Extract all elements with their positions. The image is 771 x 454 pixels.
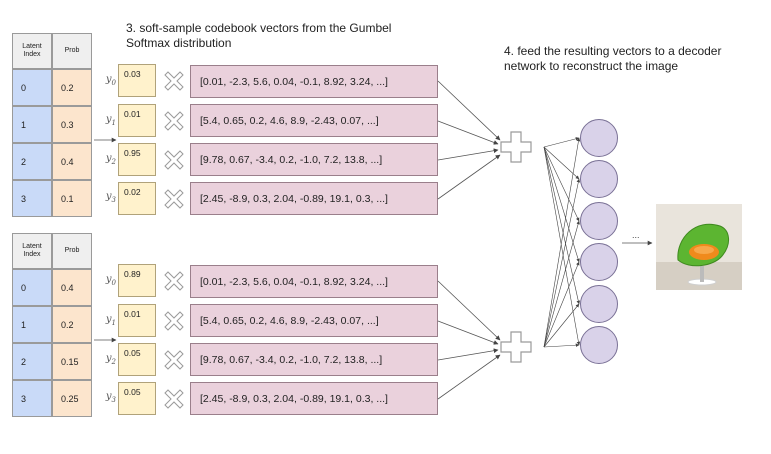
step-4-caption: 4. feed the resulting vectors to a decod… xyxy=(504,44,722,73)
header-latent-index: Latent Index xyxy=(12,33,52,69)
codebook-vector: [0.01, -2.3, 5.6, 0.04, -0.1, 8.92, 3.24… xyxy=(190,65,438,98)
prob-cell: 0.2 xyxy=(52,69,92,106)
gumbel-sample-cell: 0.03 xyxy=(118,64,156,97)
output-arrow-label: ... xyxy=(632,230,640,240)
latent-index-cell: 1 xyxy=(12,306,52,343)
codebook-vector: [5.4, 0.65, 0.2, 4.6, 8.9, -2.43, 0.07, … xyxy=(190,104,438,137)
network-edge xyxy=(543,137,581,348)
network-edge xyxy=(543,146,581,346)
multiply-icon xyxy=(164,311,184,331)
multiply-icon xyxy=(164,71,184,91)
latent-index-cell: 1 xyxy=(12,106,52,143)
decoder-node xyxy=(580,326,618,364)
multiply-icon xyxy=(164,111,184,131)
gumbel-sample-cell: 0.89 xyxy=(118,264,156,297)
network-edge xyxy=(543,137,580,148)
network-edge xyxy=(543,146,580,222)
network-edge xyxy=(543,343,580,348)
multiply-icon xyxy=(164,271,184,291)
network-edge xyxy=(543,146,580,180)
network-edge xyxy=(543,220,580,348)
latent-index-cell: 0 xyxy=(12,69,52,106)
codebook-vector: [2.45, -8.9, 0.3, 2.04, -0.89, 19.1, 0.3… xyxy=(190,382,438,415)
multiply-icon xyxy=(164,150,184,170)
gumbel-y-label: y1 xyxy=(105,114,116,127)
prob-cell: 0.1 xyxy=(52,180,92,217)
multiply-icon xyxy=(164,350,184,370)
gumbel-sample-cell: 0.02 xyxy=(118,182,156,215)
latent-index-cell: 3 xyxy=(12,380,52,417)
step-3-caption: 3. soft-sample codebook vectors from the… xyxy=(126,21,392,50)
plus-icon xyxy=(500,331,532,363)
decoder-node xyxy=(580,119,618,157)
gumbel-sample-cell: 0.01 xyxy=(118,104,156,137)
decoder-node xyxy=(580,285,618,323)
prob-cell: 0.25 xyxy=(52,380,92,417)
gumbel-sample-cell: 0.95 xyxy=(118,143,156,176)
network-edge xyxy=(543,146,581,305)
prob-cell: 0.3 xyxy=(52,106,92,143)
multiply-icon xyxy=(164,189,184,209)
decoder-node xyxy=(580,160,618,198)
header-latent-index: Latent Index xyxy=(12,233,52,269)
gumbel-y-label: y3 xyxy=(105,191,116,204)
codebook-vector: [0.01, -2.3, 5.6, 0.04, -0.1, 8.92, 3.24… xyxy=(190,265,438,298)
gumbel-y-label: y3 xyxy=(105,391,116,404)
prob-cell: 0.4 xyxy=(52,269,92,306)
codebook-vector: [9.78, 0.67, -3.4, 0.2, -1.0, 7.2, 13.8,… xyxy=(190,143,438,176)
gumbel-y-label: y2 xyxy=(105,153,116,166)
gumbel-sample-cell: 0.05 xyxy=(118,382,156,415)
latent-index-cell: 2 xyxy=(12,143,52,180)
gumbel-y-label: y2 xyxy=(105,353,116,366)
codebook-vector: [5.4, 0.65, 0.2, 4.6, 8.9, -2.43, 0.07, … xyxy=(190,304,438,337)
latent-index-cell: 0 xyxy=(12,269,52,306)
network-edge xyxy=(543,261,580,348)
decoder-node xyxy=(580,202,618,240)
decoder-node xyxy=(580,243,618,281)
header-prob: Prob xyxy=(52,233,92,269)
gumbel-y-label: y0 xyxy=(105,74,116,87)
gumbel-sample-cell: 0.05 xyxy=(118,343,156,376)
reconstructed-image xyxy=(656,204,742,290)
codebook-vector: [2.45, -8.9, 0.3, 2.04, -0.89, 19.1, 0.3… xyxy=(190,182,438,215)
latent-index-cell: 2 xyxy=(12,343,52,380)
gumbel-sample-cell: 0.01 xyxy=(118,304,156,337)
plus-icon xyxy=(500,131,532,163)
prob-cell: 0.2 xyxy=(52,306,92,343)
gumbel-y-label: y0 xyxy=(105,274,116,287)
network-edge xyxy=(543,178,581,348)
prob-cell: 0.4 xyxy=(52,143,92,180)
gumbel-y-label: y1 xyxy=(105,314,116,327)
header-prob: Prob xyxy=(52,33,92,69)
prob-cell: 0.15 xyxy=(52,343,92,380)
latent-index-cell: 3 xyxy=(12,180,52,217)
multiply-icon xyxy=(164,389,184,409)
codebook-vector: [9.78, 0.67, -3.4, 0.2, -1.0, 7.2, 13.8,… xyxy=(190,343,438,376)
network-edge xyxy=(543,303,580,348)
